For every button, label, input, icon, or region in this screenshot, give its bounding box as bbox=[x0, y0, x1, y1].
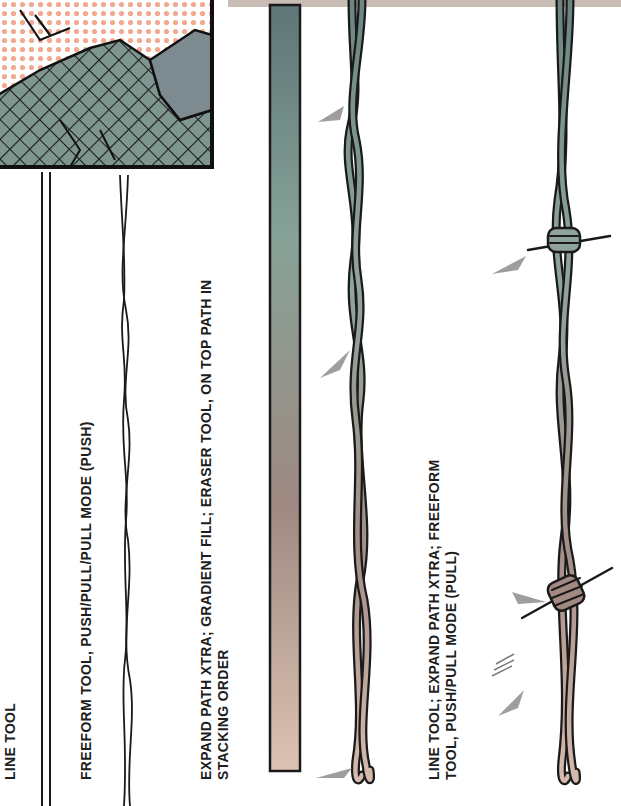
tool-caption: LINE TOOL; EXPAND PATH XTRA; FREEFORM TO… bbox=[426, 450, 460, 780]
tool-caption: EXPAND PATH XTRA; GRADIENT FILL; ERASER … bbox=[198, 220, 232, 780]
tool-caption: LINE TOOL bbox=[2, 660, 19, 780]
tool-caption: FREEFORM TOOL, PUSH/PULL/PULL MODE (PUSH… bbox=[78, 220, 95, 780]
